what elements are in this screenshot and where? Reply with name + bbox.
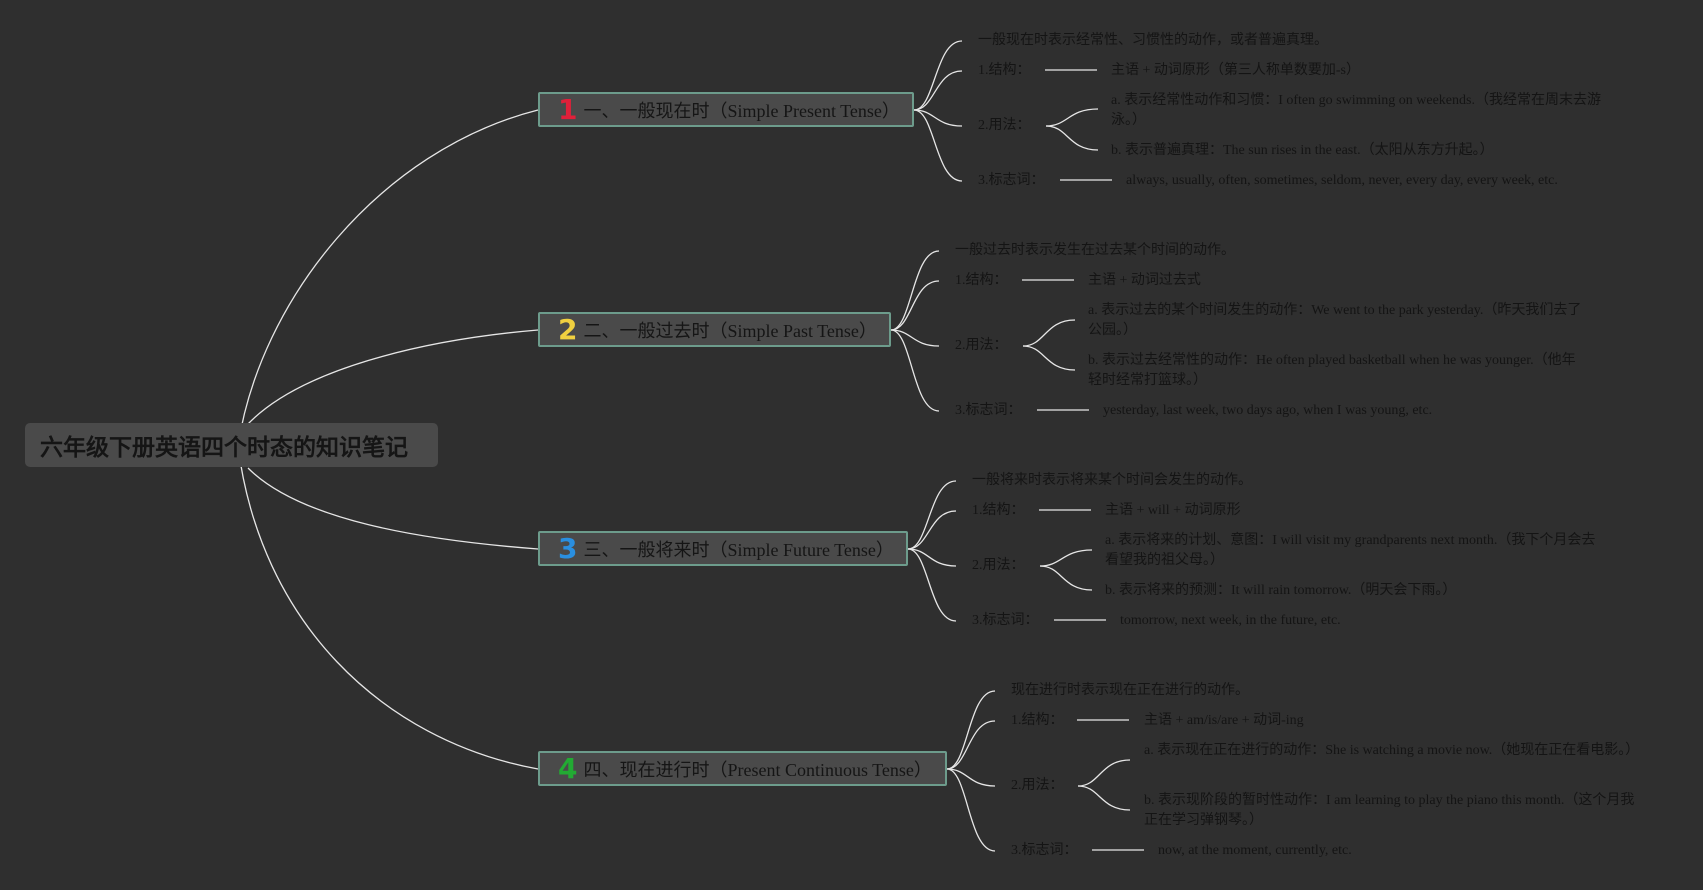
b4-usage-to-b [1077, 785, 1131, 811]
branch-label-2: 二、一般过去时（Simple Past Tense） [583, 320, 877, 341]
b2-usage-to-a [1022, 319, 1076, 347]
b1-definition: 一般现在时表示经常性、习惯性的动作，或者普遍真理。 [978, 33, 1328, 48]
b3-to-usage [907, 548, 957, 567]
number-badge-1: 1 [558, 92, 578, 126]
b1-usage-a: a. 表示经常性动作和习惯：I often go swimming on wee… [1111, 93, 1601, 128]
b2-to-structure [890, 280, 940, 331]
b1-usage-b: b. 表示普遍真理：The sun rises in the east.（太阳从… [1111, 143, 1494, 158]
branch-node-1[interactable]: 1 一、一般现在时（Simple Present Tense） [538, 92, 914, 127]
number-badge-4: 4 [558, 751, 578, 785]
b1-to-usage [913, 109, 963, 127]
b1-structure: 主语 + 动词原形（第三人称单数要加-s） [1111, 63, 1361, 78]
b3-signal-words: tomorrow, next week, in the future, etc. [1120, 613, 1341, 628]
number-badge-2: 2 [558, 312, 578, 346]
root-to-branch-2 [247, 329, 539, 425]
b2-to-signal [890, 329, 940, 412]
b2-definition: 一般过去时表示发生在过去某个时间的动作。 [955, 243, 1235, 258]
b4-structure-label: 1.结构： [1011, 713, 1064, 728]
b2-to-usage [890, 329, 940, 347]
b1-signal-label: 3.标志词： [978, 173, 1045, 188]
root-to-branch-1 [237, 109, 539, 447]
b4-to-definition [946, 690, 996, 770]
b4-usage-a: a. 表示现在正在进行的动作：She is watching a movie n… [1144, 743, 1640, 758]
b2-to-definition [890, 250, 940, 331]
b3-usage-to-b [1039, 565, 1093, 591]
root-title: 六年级下册英语四个时态的知识笔记 [40, 435, 408, 461]
b1-signal-words: always, usually, often, sometimes, seldo… [1126, 173, 1558, 188]
b2-structure: 主语 + 动词过去式 [1088, 273, 1201, 288]
b1-usage-to-b [1045, 125, 1099, 151]
b3-signal-label: 3.标志词： [972, 613, 1039, 628]
b4-structure: 主语 + am/is/are + 动词-ing [1144, 713, 1304, 728]
branch-label-4: 四、现在进行时（Present Continuous Tense） [583, 759, 932, 780]
b4-signal-words: now, at the moment, currently, etc. [1158, 843, 1352, 858]
b1-to-signal [913, 109, 963, 182]
b4-usage-to-a [1077, 759, 1131, 787]
b3-usage-to-a [1039, 549, 1093, 567]
b3-to-structure [907, 510, 957, 550]
b1-usage-to-a [1045, 108, 1099, 127]
b2-usage-a: a. 表示过去的某个时间发生的动作：We went to the park ye… [1088, 303, 1582, 338]
root-to-branch-4 [237, 445, 539, 770]
b4-usage-b: b. 表示现阶段的暂时性动作：I am learning to play the… [1144, 793, 1635, 828]
number-badge-3: 3 [558, 531, 578, 565]
b3-definition: 一般将来时表示将来某个时间会发生的动作。 [972, 473, 1252, 488]
b1-structure-label: 1.结构： [978, 63, 1031, 78]
b4-signal-label: 3.标志词： [1011, 843, 1078, 858]
branch-label-3: 三、一般将来时（Simple Future Tense） [583, 539, 894, 560]
branch-node-2[interactable]: 2 二、一般过去时（Simple Past Tense） [538, 312, 891, 347]
b3-structure-label: 1.结构： [972, 503, 1025, 518]
b1-to-structure [913, 70, 963, 111]
b4-to-usage [946, 768, 996, 787]
b4-to-structure [946, 720, 996, 770]
b2-usage-b: b. 表示过去经常性的动作：He often played basketball… [1088, 353, 1576, 388]
b2-usage-to-b [1022, 345, 1076, 371]
b3-structure: 主语 + will + 动词原形 [1105, 503, 1241, 518]
b3-to-signal [907, 548, 957, 622]
b2-signal-label: 3.标志词： [955, 403, 1022, 418]
b3-usage-b: b. 表示将来的预测：It will rain tomorrow.（明天会下雨。… [1105, 583, 1457, 598]
b2-usage-label: 2.用法： [955, 338, 1008, 353]
b3-usage-label: 2.用法： [972, 558, 1025, 573]
b1-to-definition [913, 40, 963, 111]
b1-usage-label: 2.用法： [978, 118, 1031, 133]
root-to-branch-3 [247, 467, 539, 550]
branch-label-1: 一、一般现在时（Simple Present Tense） [583, 100, 900, 121]
branch-node-4[interactable]: 4 四、现在进行时（Present Continuous Tense） [538, 751, 947, 786]
b2-signal-words: yesterday, last week, two days ago, when… [1103, 403, 1433, 418]
b4-usage-label: 2.用法： [1011, 778, 1064, 793]
branch-node-3[interactable]: 3 三、一般将来时（Simple Future Tense） [538, 531, 908, 566]
b4-definition: 现在进行时表示现在正在进行的动作。 [1011, 683, 1249, 698]
b2-structure-label: 1.结构： [955, 273, 1008, 288]
b4-to-signal [946, 768, 996, 852]
root-node[interactable]: 六年级下册英语四个时态的知识笔记 [25, 423, 438, 467]
b3-to-definition [907, 480, 957, 550]
b3-usage-a: a. 表示将来的计划、意图：I will visit my grandparen… [1105, 533, 1596, 568]
